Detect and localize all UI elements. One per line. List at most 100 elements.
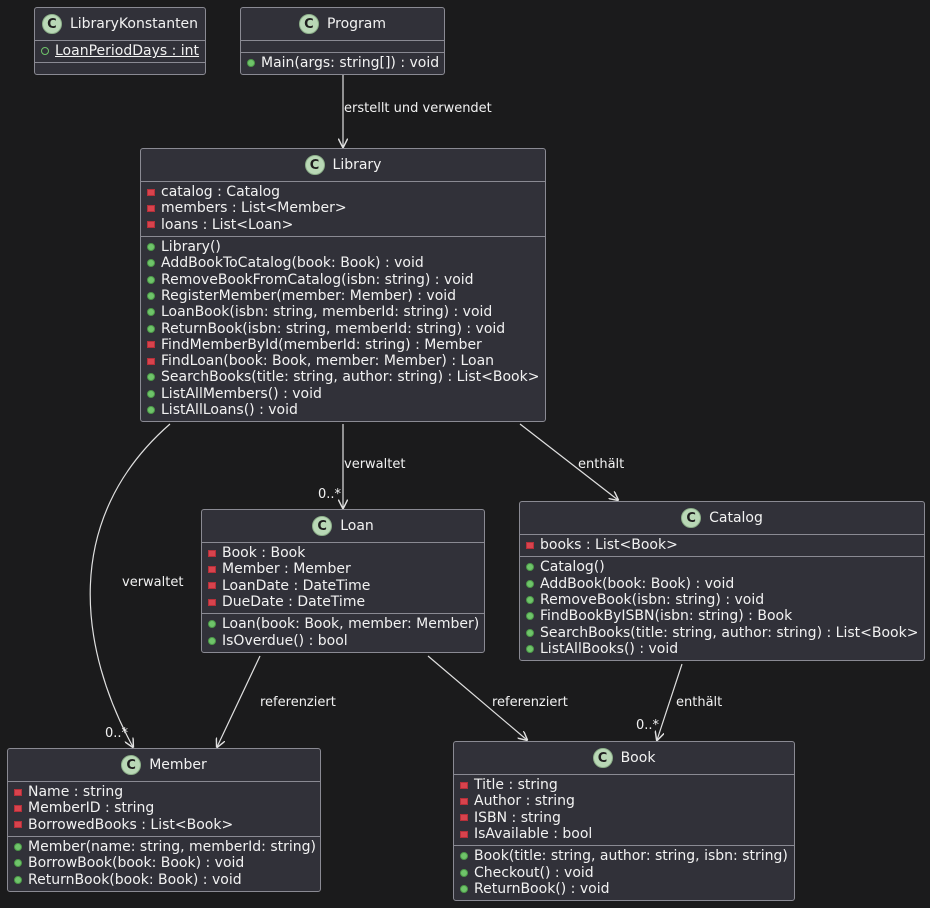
- method-row: SearchBooks(title: string, author: strin…: [526, 624, 919, 641]
- public-visibility-icon: [208, 636, 216, 645]
- label-loan-book: referenziert: [492, 695, 568, 710]
- private-visibility-icon: [208, 598, 216, 606]
- method-row: LoanBook(isbn: string, memberId: string)…: [147, 304, 539, 320]
- public-visibility-icon: [14, 843, 22, 852]
- attribute-row: members : List<Member>: [147, 200, 539, 216]
- method-text: BorrowBook(book: Book) : void: [28, 855, 245, 872]
- private-visibility-icon: [460, 781, 468, 789]
- method-text: SearchBooks(title: string, author: strin…: [540, 624, 919, 641]
- method-row: AddBook(book: Book) : void: [526, 576, 918, 592]
- attribute-row: ISBN : string: [460, 810, 788, 826]
- attribute-row: Name : string: [14, 784, 314, 800]
- private-visibility-icon: [460, 814, 468, 822]
- method-text: ListAllBooks() : void: [540, 640, 679, 657]
- method-text: FindBookByISBN(isbn: string) : Book: [540, 608, 793, 625]
- class-name: Member: [149, 757, 207, 773]
- method-text: AddBookToCatalog(book: Book) : void: [161, 255, 424, 272]
- label-library-catalog: enthält: [578, 457, 625, 472]
- class-name: Book: [620, 750, 656, 766]
- attribute-text: LoanDate : DateTime: [222, 577, 371, 594]
- method-row: FindMemberById(memberId: string) : Membe…: [147, 337, 539, 353]
- edge-library-member: [89, 423, 171, 747]
- method-row: AddBookToCatalog(book: Book) : void: [147, 255, 539, 271]
- method-row: ListAllLoans() : void: [147, 402, 539, 418]
- attribute-row: Author : string: [460, 793, 788, 809]
- public-visibility-icon: [147, 406, 155, 414]
- class-c-icon: C: [304, 155, 325, 175]
- class-name: LibraryKonstanten: [69, 16, 199, 32]
- attribute-text: Title : string: [474, 777, 558, 794]
- private-visibility-icon: [460, 797, 468, 805]
- method-row: RegisterMember(member: Member) : void: [147, 288, 539, 304]
- class-c-icon: C: [41, 14, 62, 34]
- method-text: FindLoan(book: Book, member: Member) : L…: [161, 353, 495, 370]
- attributes-section: books : List<Book>: [520, 534, 924, 556]
- public-visibility-icon: [208, 620, 216, 629]
- method-row: Book(title: string, author: string, isbn…: [460, 848, 788, 864]
- method-row: Checkout() : void: [460, 864, 788, 881]
- method-text: ReturnBook(isbn: string, memberId: strin…: [161, 320, 506, 337]
- method-row: BorrowBook(book: Book) : void: [14, 855, 314, 871]
- attribute-text: members : List<Member>: [161, 200, 347, 217]
- method-text: FindMemberById(memberId: string) : Membe…: [161, 336, 482, 353]
- method-row: Member(name: string, memberId: string): [14, 839, 316, 856]
- attribute-text: Name : string: [28, 784, 124, 801]
- attribute-text: loans : List<Loan>: [161, 216, 294, 233]
- attribute-text: catalog : Catalog: [161, 184, 281, 201]
- method-row: ListAllBooks() : void: [526, 641, 918, 657]
- method-text: LoanBook(isbn: string, memberId: string)…: [161, 304, 493, 321]
- class-c-icon: C: [298, 14, 319, 34]
- class-c-icon: C: [121, 755, 142, 775]
- method-row: SearchBooks(title: string, author: strin…: [147, 369, 539, 385]
- multiplicity-catalog-book: 0..*: [636, 718, 660, 733]
- private-visibility-icon: [147, 204, 155, 212]
- label-program-library: erstellt und verwendet: [344, 101, 492, 116]
- method-row: RemoveBook(isbn: string) : void: [526, 592, 918, 608]
- method-text: Checkout() : void: [474, 864, 594, 881]
- private-visibility-icon: [147, 357, 155, 365]
- public-visibility-icon: [147, 324, 155, 333]
- private-visibility-icon: [14, 804, 22, 812]
- method-row: FindLoan(book: Book, member: Member) : L…: [147, 353, 539, 369]
- attribute-text: books : List<Book>: [540, 537, 678, 554]
- label-catalog-book: enthält: [676, 695, 723, 710]
- attribute-text: DueDate : DateTime: [222, 594, 366, 611]
- public-visibility-icon: [460, 884, 468, 893]
- attributes-section: LoanPeriodDays : int: [35, 40, 205, 62]
- private-visibility-icon: [526, 541, 534, 549]
- methods-section: Loan(book: Book, member: Member)IsOverdu…: [202, 613, 484, 652]
- method-text: ListAllLoans() : void: [161, 402, 298, 418]
- attribute-row: LoanPeriodDays : int: [41, 43, 199, 59]
- label-library-loan: verwaltet: [344, 457, 406, 472]
- attribute-text: Author : string: [474, 793, 575, 810]
- class-c-icon: C: [312, 516, 333, 536]
- public-visibility-icon: [147, 275, 155, 284]
- public-visibility-icon: [526, 563, 534, 572]
- method-text: Member(name: string, memberId: string): [28, 839, 316, 856]
- methods-section: [35, 62, 205, 74]
- method-text: Book(title: string, author: string, isbn…: [474, 848, 788, 865]
- class-header: C LibraryKonstanten: [35, 8, 205, 40]
- edge-loan-book: [427, 655, 527, 740]
- methods-section: Member(name: string, memberId: string)Bo…: [8, 835, 320, 891]
- public-visibility-icon: [147, 389, 155, 398]
- method-row: Library(): [147, 239, 539, 255]
- method-text: SearchBooks(title: string, author: strin…: [161, 369, 540, 386]
- private-visibility-icon: [208, 549, 216, 557]
- method-row: Loan(book: Book, member: Member): [208, 616, 479, 632]
- class-c-icon: C: [681, 508, 702, 528]
- methods-section: Book(title: string, author: string, isbn…: [454, 845, 794, 900]
- public-visibility-icon: [247, 59, 255, 68]
